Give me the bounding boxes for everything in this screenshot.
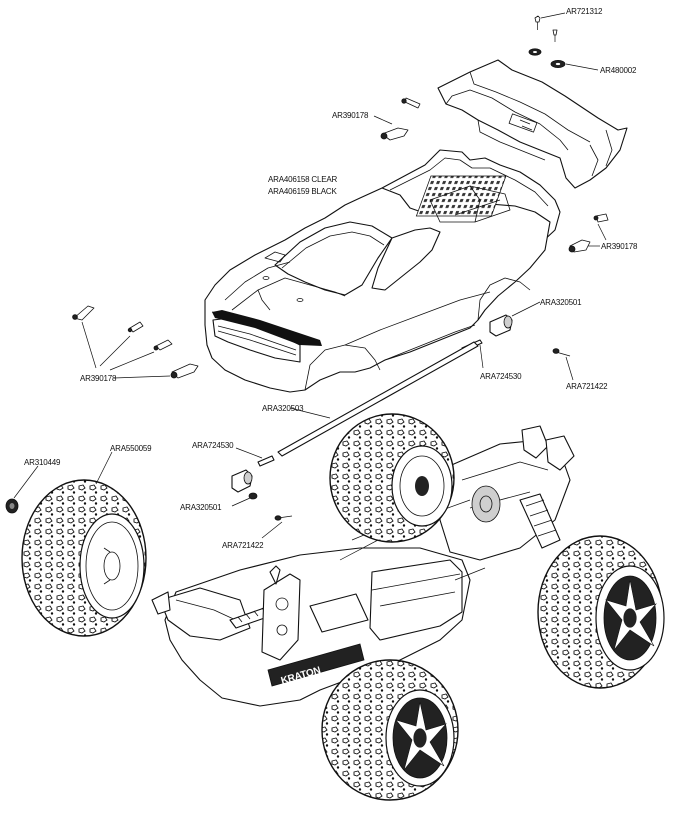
post-left [235,447,275,467]
callout-nut: AR310449 [24,458,61,467]
callout-body-clips-right: AR390178 [601,242,638,251]
rear-left-wheel [329,413,455,543]
callout-post-mount-left: ARA320501 [180,503,222,512]
wing-washers [528,48,599,71]
rear-right-wheel [537,535,665,689]
wing-screw [534,12,566,42]
post-pin-right [552,348,574,381]
callout-body-black: ARA406159 BLACK [268,187,337,196]
rear-wing [437,59,628,189]
body-post [277,341,479,457]
loose-front-wheel [21,479,147,637]
callout-pin-right: ARA721422 [566,382,608,391]
bed-detail [415,175,511,223]
body-clips-right [568,213,609,253]
post-pin-left [261,515,293,539]
callout-wheel: ARA550059 [110,444,152,453]
callout-pin-left: ARA721422 [222,541,264,550]
callout-body-clear: ARA406158 CLEAR [268,175,337,184]
callout-wing-screw: AR721312 [566,7,603,16]
callout-body-clips-left: AR390178 [80,374,117,383]
callout-body-clips-top: AR390178 [332,111,369,120]
front-right-wheel [321,659,459,801]
body-shell [204,149,561,393]
callout-wing: AR480002 [600,66,637,75]
body-post-mount-left [231,469,258,507]
wheel-nut [5,465,39,514]
callout-post-left: ARA724530 [192,441,234,450]
body-post-mount-right [489,301,541,337]
callout-body-post: ARA320503 [262,404,304,413]
chassis: KRATON [151,425,575,707]
callout-post-right: ARA724530 [480,372,522,381]
callout-post-mount-right: ARA320501 [540,298,582,307]
body-clips-left [72,305,199,379]
body-clips-top [373,97,421,141]
